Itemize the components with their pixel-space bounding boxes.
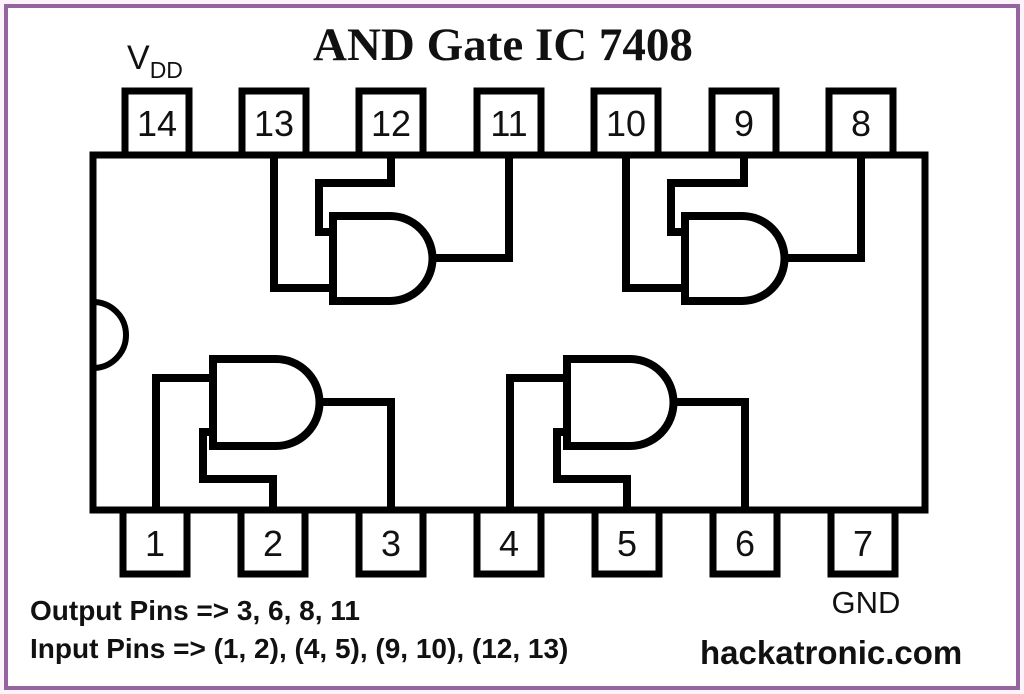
pin-6: 6 — [709, 506, 781, 578]
pin-2-number: 2 — [263, 523, 283, 564]
pin-14-number: 14 — [137, 103, 177, 144]
top-pins: 14 13 12 11 10 9 8 — [121, 87, 897, 159]
bottom-pins: 1 2 3 4 5 6 7 — [119, 506, 899, 578]
gate1-wires — [152, 374, 395, 513]
pin-8-box — [825, 87, 897, 159]
pin-10-box — [590, 87, 662, 159]
pin-9-box — [708, 87, 780, 159]
wire-pin9-input — [667, 152, 748, 236]
wire-pin11-output — [426, 152, 513, 262]
pin-3-box — [355, 506, 427, 578]
wire-pin10-input — [622, 152, 688, 292]
pin-7-number: 7 — [853, 523, 873, 564]
pin-13: 13 — [238, 87, 310, 159]
wire-pin8-output — [778, 152, 865, 262]
gate3-wires — [622, 152, 865, 292]
wire-pin3-output — [313, 398, 395, 513]
ic-notch — [92, 299, 129, 371]
and-gate-4-symbol — [329, 212, 437, 305]
pin-4-box — [473, 506, 545, 578]
pin-3-number: 3 — [381, 523, 401, 564]
pin-11-number: 11 — [490, 103, 527, 144]
pin-8-number: 8 — [851, 103, 871, 144]
pin-13-box — [238, 87, 310, 159]
pin-4-number: 4 — [499, 523, 519, 564]
input-pins-note: Input Pins => (1, 2), (4, 5), (9, 10), (… — [30, 633, 568, 664]
pin-1-number: 1 — [145, 523, 165, 564]
pin-1: 1 — [119, 506, 191, 578]
vdd-label: VDD — [127, 39, 183, 83]
pin-10: 10 — [590, 87, 662, 159]
output-pins-note: Output Pins => 3, 6, 8, 11 — [30, 595, 360, 626]
gnd-label: GND — [832, 585, 901, 620]
pin-2: 2 — [237, 506, 309, 578]
page-title: AND Gate IC 7408 — [313, 19, 693, 71]
pin-11: 11 — [473, 87, 545, 159]
wire-pin1-input — [152, 374, 216, 513]
watermark: hackatronic.com — [700, 634, 962, 671]
wire-pin6-output — [667, 398, 749, 513]
wire-pin2-input — [199, 428, 277, 513]
vdd-label-sub: DD — [150, 57, 183, 83]
pin-6-box — [709, 506, 781, 578]
pin-6-number: 6 — [735, 523, 755, 564]
pin-9: 9 — [708, 87, 780, 159]
wire-pin12-input — [315, 152, 395, 236]
pin-14-box — [121, 87, 193, 159]
pin-12-number: 12 — [371, 103, 411, 144]
pin-5: 5 — [591, 506, 663, 578]
pin-7-box — [827, 506, 899, 578]
vdd-label-main: V — [127, 39, 150, 77]
and-gate-2-symbol — [563, 355, 678, 450]
pin-14: 14 — [121, 87, 193, 159]
pin-4: 4 — [473, 506, 545, 578]
gate2-wires — [506, 374, 749, 513]
and-gate-1-symbol — [209, 355, 324, 450]
pin-11-box — [473, 87, 545, 159]
pin-12: 12 — [355, 87, 427, 159]
pin-9-number: 9 — [734, 103, 754, 144]
pin-5-number: 5 — [617, 523, 637, 564]
wire-pin13-input — [270, 152, 336, 292]
pin-8: 8 — [825, 87, 897, 159]
pin-3: 3 — [355, 506, 427, 578]
pin-1-box — [119, 506, 191, 578]
pin-2-box — [237, 506, 309, 578]
pin-5-box — [591, 506, 663, 578]
pin-7: 7 — [827, 506, 899, 578]
pin-13-number: 13 — [254, 103, 294, 144]
and-gate-3-symbol — [681, 212, 789, 305]
pin-12-box — [355, 87, 427, 159]
gate4-wires — [270, 152, 513, 292]
wire-pin4-input — [506, 374, 570, 513]
wire-pin5-input — [553, 428, 631, 513]
pin-10-number: 10 — [606, 103, 646, 144]
